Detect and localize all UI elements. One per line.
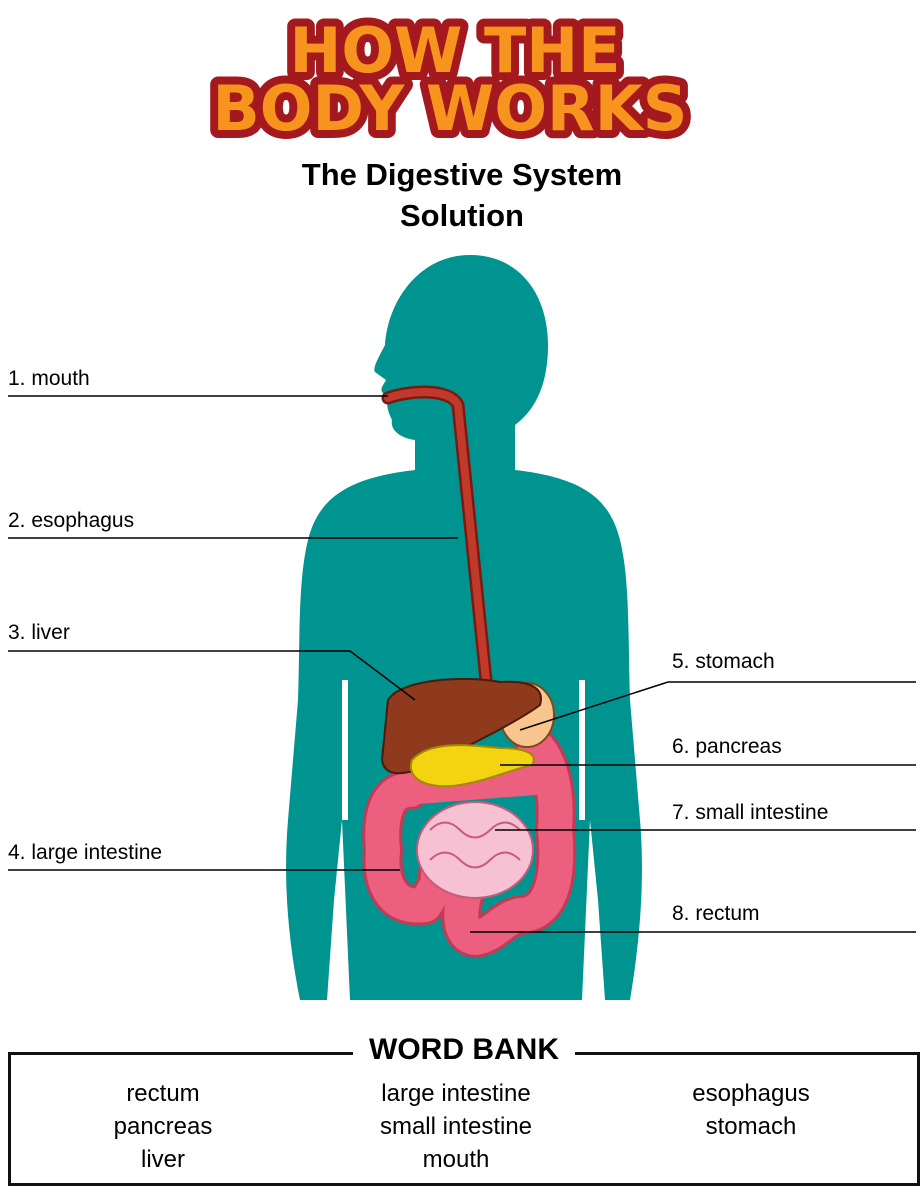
page-title: The Digestive System: [301, 157, 623, 192]
word: mouth: [422, 1146, 490, 1173]
label-mouth: 1. mouth: [8, 367, 90, 390]
word-bank-heading: WORD BANK: [353, 1033, 575, 1067]
page-subtitle: Solution: [400, 198, 524, 233]
word-bank: WORD BANK rectum pancreas liver large in…: [8, 1033, 920, 1186]
word: esophagus: [692, 1080, 810, 1107]
label-pancreas: 6. pancreas: [672, 735, 782, 758]
how-the-body-works-logo: HOW THE BODY WORKS: [205, 6, 696, 150]
label-stomach: 5. stomach: [672, 650, 775, 673]
logo-line-1: HOW THE: [289, 14, 620, 87]
label-large-intestine: 4. large intestine: [8, 841, 163, 864]
small-intestine: [416, 801, 534, 899]
leader-lines: [8, 395, 916, 933]
word-bank-column: esophagus stomach: [651, 1077, 851, 1143]
label-esophagus: 2. esophagus: [8, 509, 135, 532]
logo-line-2: BODY WORKS: [213, 72, 688, 145]
word: small intestine: [379, 1113, 533, 1140]
label-liver: 3. liver: [8, 621, 70, 644]
digestive-system-diagram: [8, 255, 916, 1000]
word: large intestine: [381, 1080, 531, 1107]
word: rectum: [126, 1080, 200, 1107]
word: liver: [140, 1146, 185, 1173]
word-bank-column: rectum pancreas liver: [63, 1077, 263, 1176]
label-small-intestine: 7. small intestine: [672, 801, 829, 824]
word: pancreas: [113, 1113, 213, 1140]
label-rectum: 8. rectum: [672, 902, 760, 925]
word: stomach: [705, 1113, 797, 1140]
word-bank-column: large intestine small intestine mouth: [346, 1077, 566, 1176]
